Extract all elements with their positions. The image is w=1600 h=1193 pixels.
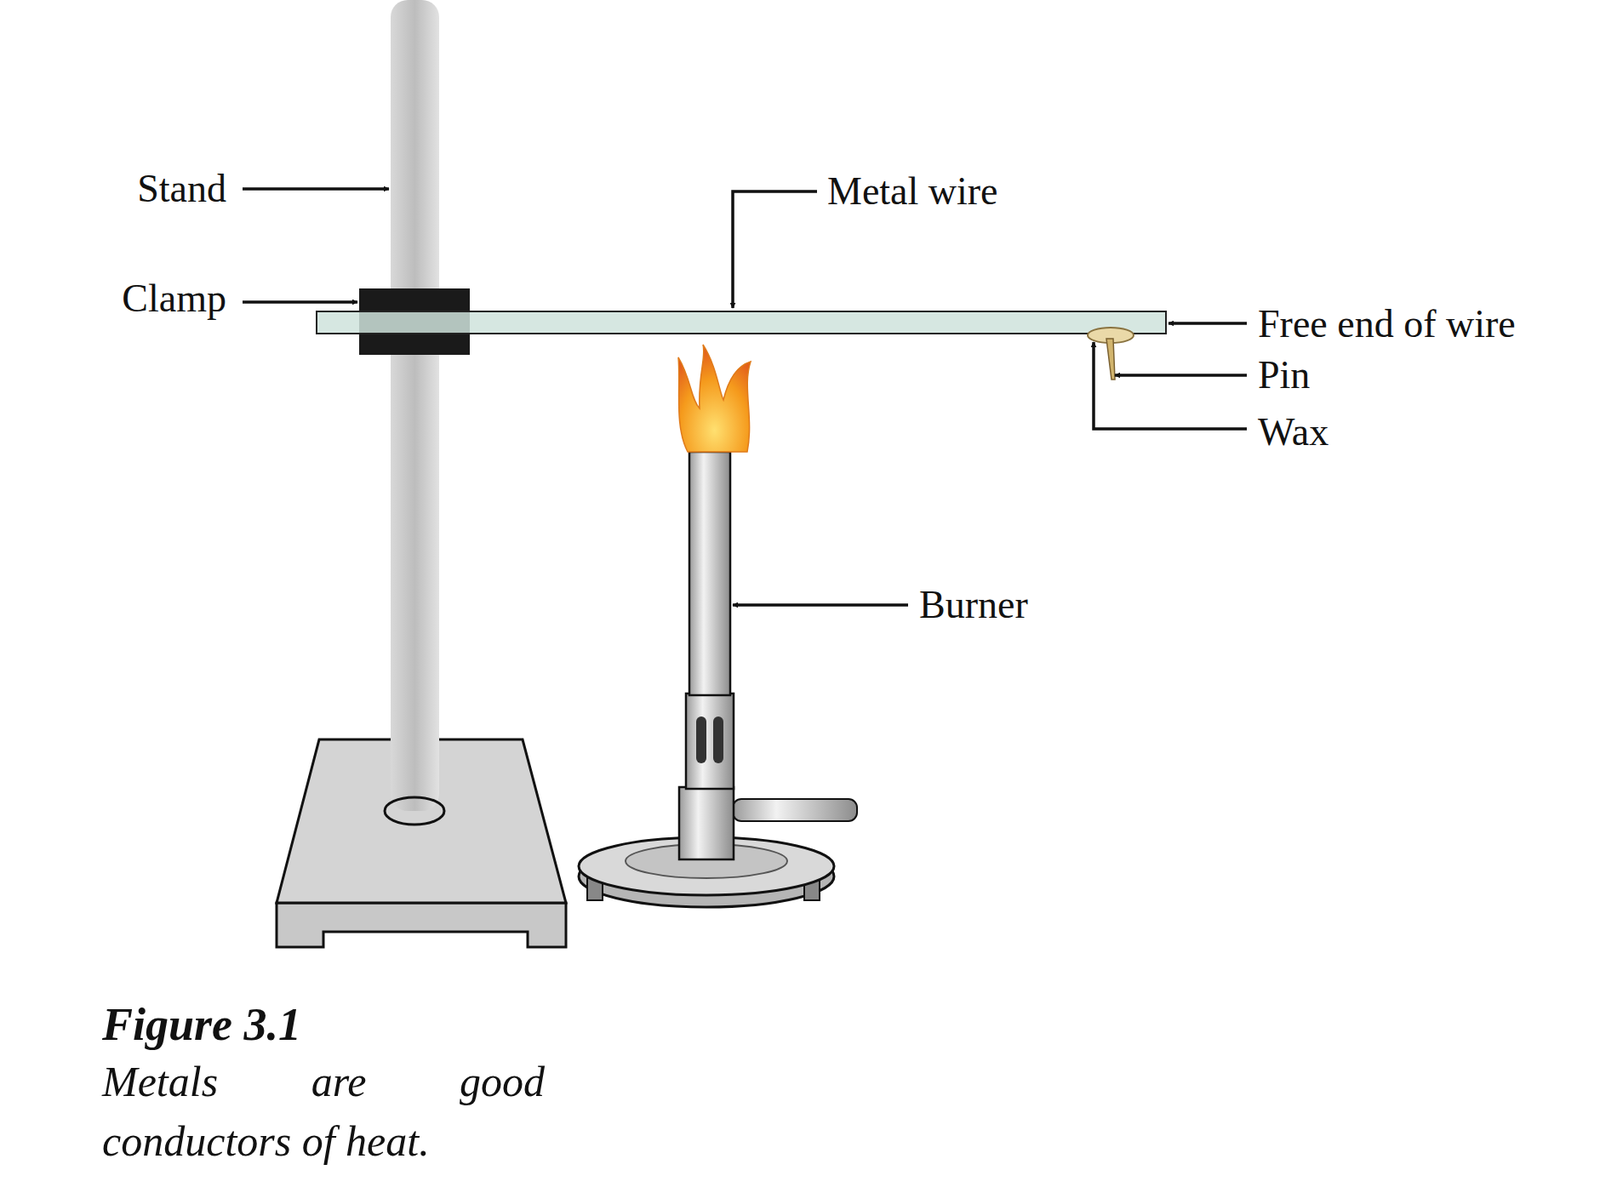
pole-foot — [384, 797, 445, 825]
pin — [1106, 338, 1115, 380]
stand-pole — [390, 0, 440, 812]
flame — [678, 344, 751, 452]
figure-caption: Metals are good conductors of heat. — [102, 1051, 545, 1172]
wire-label: Metal wire — [827, 170, 999, 214]
burner-label: Burner — [919, 583, 1029, 628]
pin-label: Pin — [1257, 354, 1310, 398]
figure-number: Figure 3.1 — [102, 1000, 302, 1051]
stand-label: Stand — [137, 167, 227, 212]
burner — [578, 451, 858, 908]
leader-lines — [242, 188, 1247, 606]
wax-label: Wax — [1257, 411, 1329, 455]
free-end-label: Free end of wire — [1257, 302, 1516, 347]
metal-wire — [316, 311, 1166, 334]
clamp-label: Clamp — [121, 277, 227, 321]
